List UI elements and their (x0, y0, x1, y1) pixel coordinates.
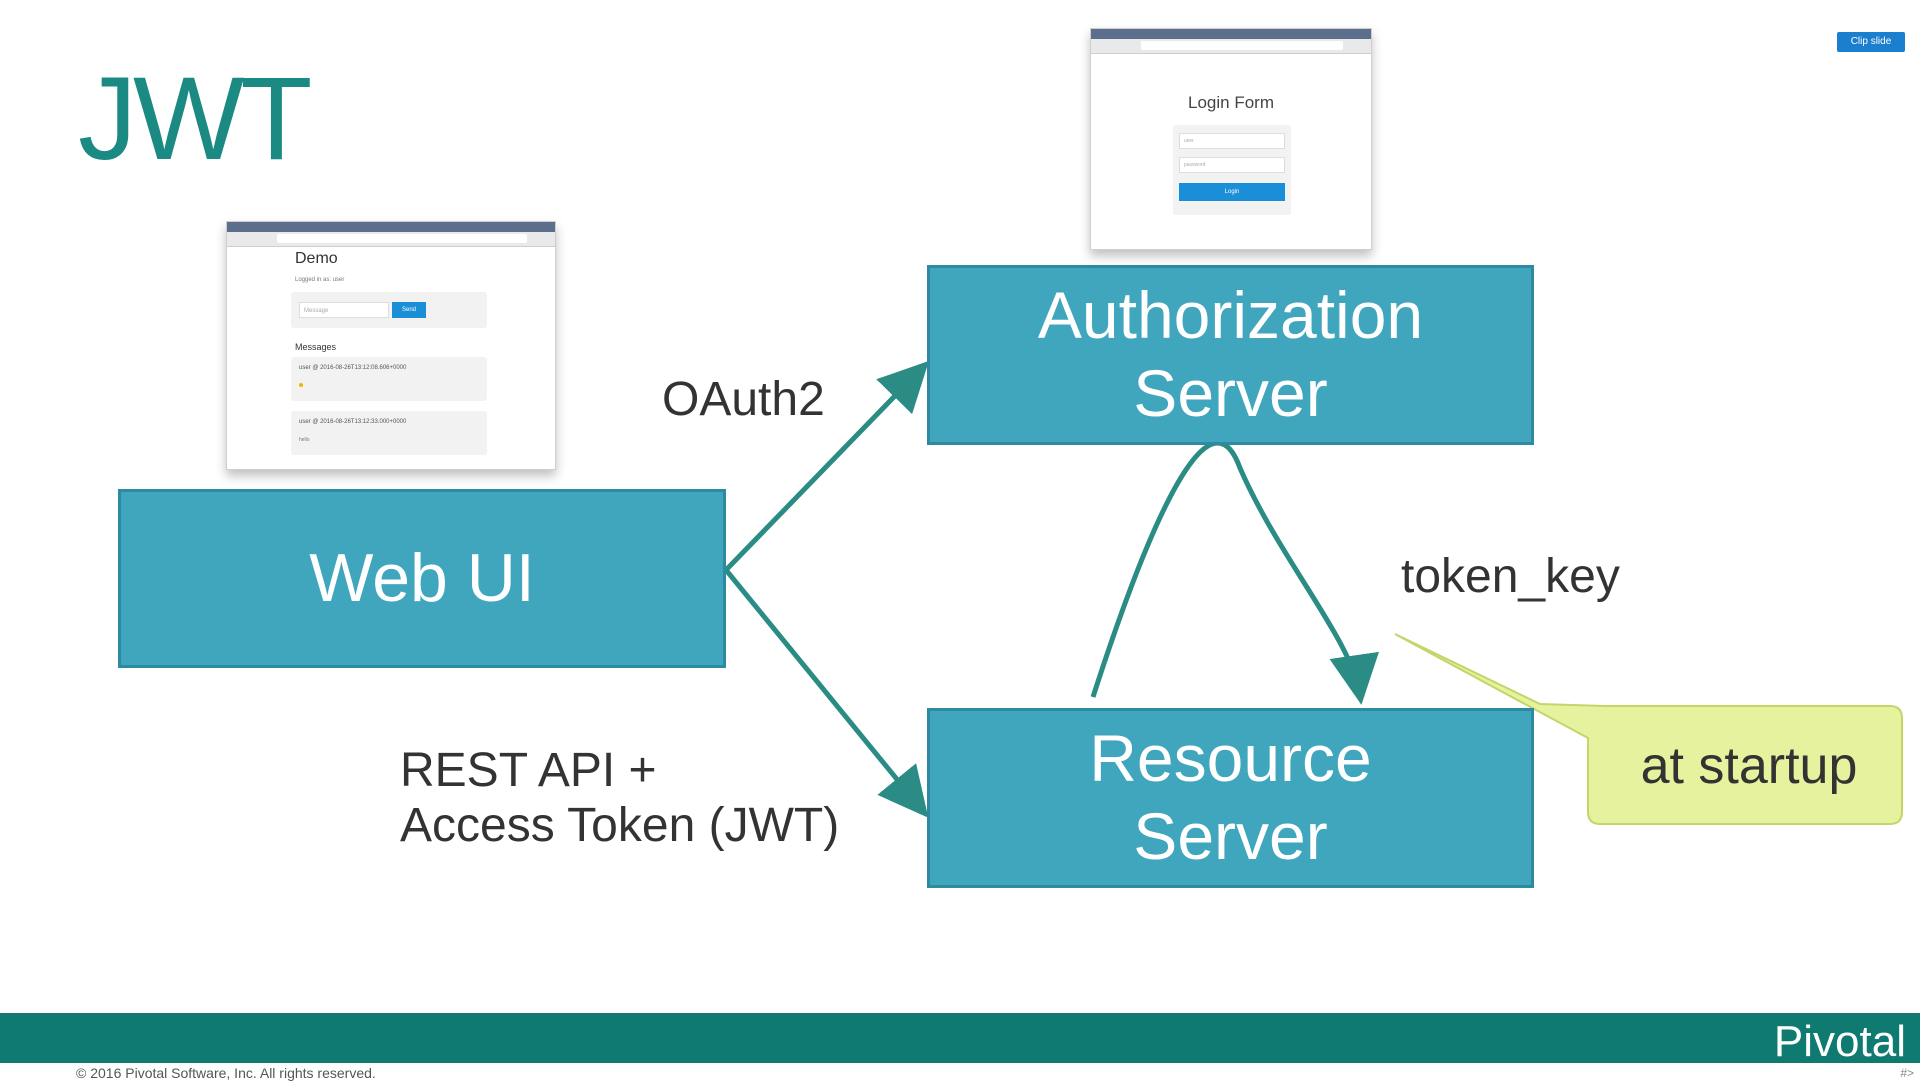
copyright-text: © 2016 Pivotal Software, Inc. All rights… (76, 1065, 376, 1081)
demo-send-button: Send (392, 302, 426, 318)
page-number: #> (1900, 1066, 1914, 1080)
demo-message-body: hello (299, 437, 310, 443)
web-ui-label: Web UI (309, 540, 535, 617)
arrow-webui-to-auth (724, 360, 929, 572)
slide-title: JWT (78, 53, 312, 185)
browser-chrome (1091, 29, 1371, 54)
oauth2-label: OAuth2 (662, 373, 825, 426)
clip-slide-button[interactable]: Clip slide (1837, 32, 1905, 52)
login-form-title: Login Form (1188, 93, 1274, 112)
demo-title: Demo (295, 250, 338, 267)
pivotal-logo: Pivotal (1773, 1017, 1906, 1066)
footer-bar (0, 1013, 1920, 1063)
browser-chrome (227, 222, 555, 247)
web-ui-screenshot: Demo Logged in as: user Message Send Mes… (226, 221, 556, 470)
rest-api-label: REST API + Access Token (JWT) (400, 744, 840, 853)
web-ui-box: Web UI (118, 489, 726, 668)
token-key-label: token_key (1401, 550, 1620, 603)
demo-message-card: user @ 2016-08-26T13:12:08.606+0000 (291, 357, 487, 401)
arrow-webui-to-resource (724, 568, 929, 818)
demo-message-input: Message (299, 302, 389, 318)
star-icon (299, 383, 303, 387)
login-form-screenshot: Login Form user password Login (1090, 28, 1372, 250)
callout-bubble (1394, 633, 1903, 825)
login-button: Login (1179, 183, 1285, 201)
authorization-server-box: Authorization Server (927, 265, 1534, 445)
callout-at-startup: at startup (1640, 737, 1858, 795)
demo-message-line: user @ 2016-08-26T13:12:33.000+0000 (299, 419, 407, 425)
resource-server-box: Resource Server (927, 708, 1534, 888)
authorization-server-label: Authorization Server (1037, 278, 1424, 430)
demo-messages-heading: Messages (295, 342, 337, 352)
demo-message-card: user @ 2016-08-26T13:12:33.000+0000 hell… (291, 411, 487, 455)
login-password-field: password (1179, 157, 1285, 173)
demo-subtitle: Logged in as: user (295, 277, 345, 283)
login-username-field: user (1179, 133, 1285, 149)
resource-server-label: Resource Server (1089, 721, 1372, 873)
demo-message-line: user @ 2016-08-26T13:12:08.606+0000 (299, 365, 407, 371)
arrow-token-key-curve (1090, 440, 1379, 705)
